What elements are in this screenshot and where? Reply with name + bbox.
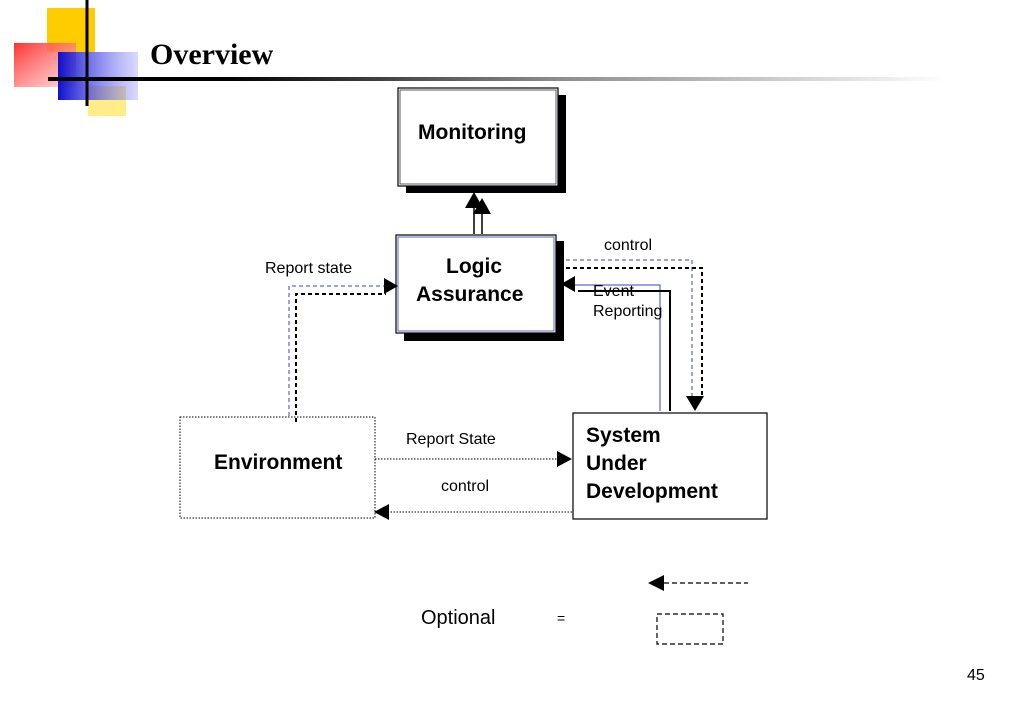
legend-optional [648,575,748,645]
system-label-line1: System [586,424,661,447]
page-number: 45 [967,667,985,684]
title-underline [48,77,948,81]
assurance-label: Assurance [416,283,524,306]
environment-label: Environment [214,451,343,474]
system-label-line3: Development [586,480,718,503]
reporting-label: Reporting [593,303,663,320]
control-system-to-env [374,504,572,520]
legend-equals-sign: = [557,610,566,626]
logic-assurance-box [395,234,564,341]
report-state-env-to-system [375,451,572,467]
logic-label: Logic [446,255,502,278]
monitoring-box [397,87,566,193]
report-state-label-bottom: Report State [406,431,496,448]
monitoring-label: Monitoring [418,121,527,144]
environment-box [179,416,376,519]
system-label-line2: Under [586,452,647,475]
logic-to-monitoring-arrow [465,192,491,234]
system-box [572,412,768,520]
event-reporting-system-to-logic [561,276,671,411]
control-label-top: control [604,237,653,254]
report-state-label-top: Report state [265,260,353,277]
page-title: Overview [150,38,274,71]
control-label-bottom: control [441,478,490,495]
decor-blue-square [58,52,138,100]
event-label: Event [593,283,634,300]
report-state-env-to-logic [288,278,398,422]
legend-optional-label: Optional [421,607,496,629]
control-logic-to-system [566,259,704,411]
